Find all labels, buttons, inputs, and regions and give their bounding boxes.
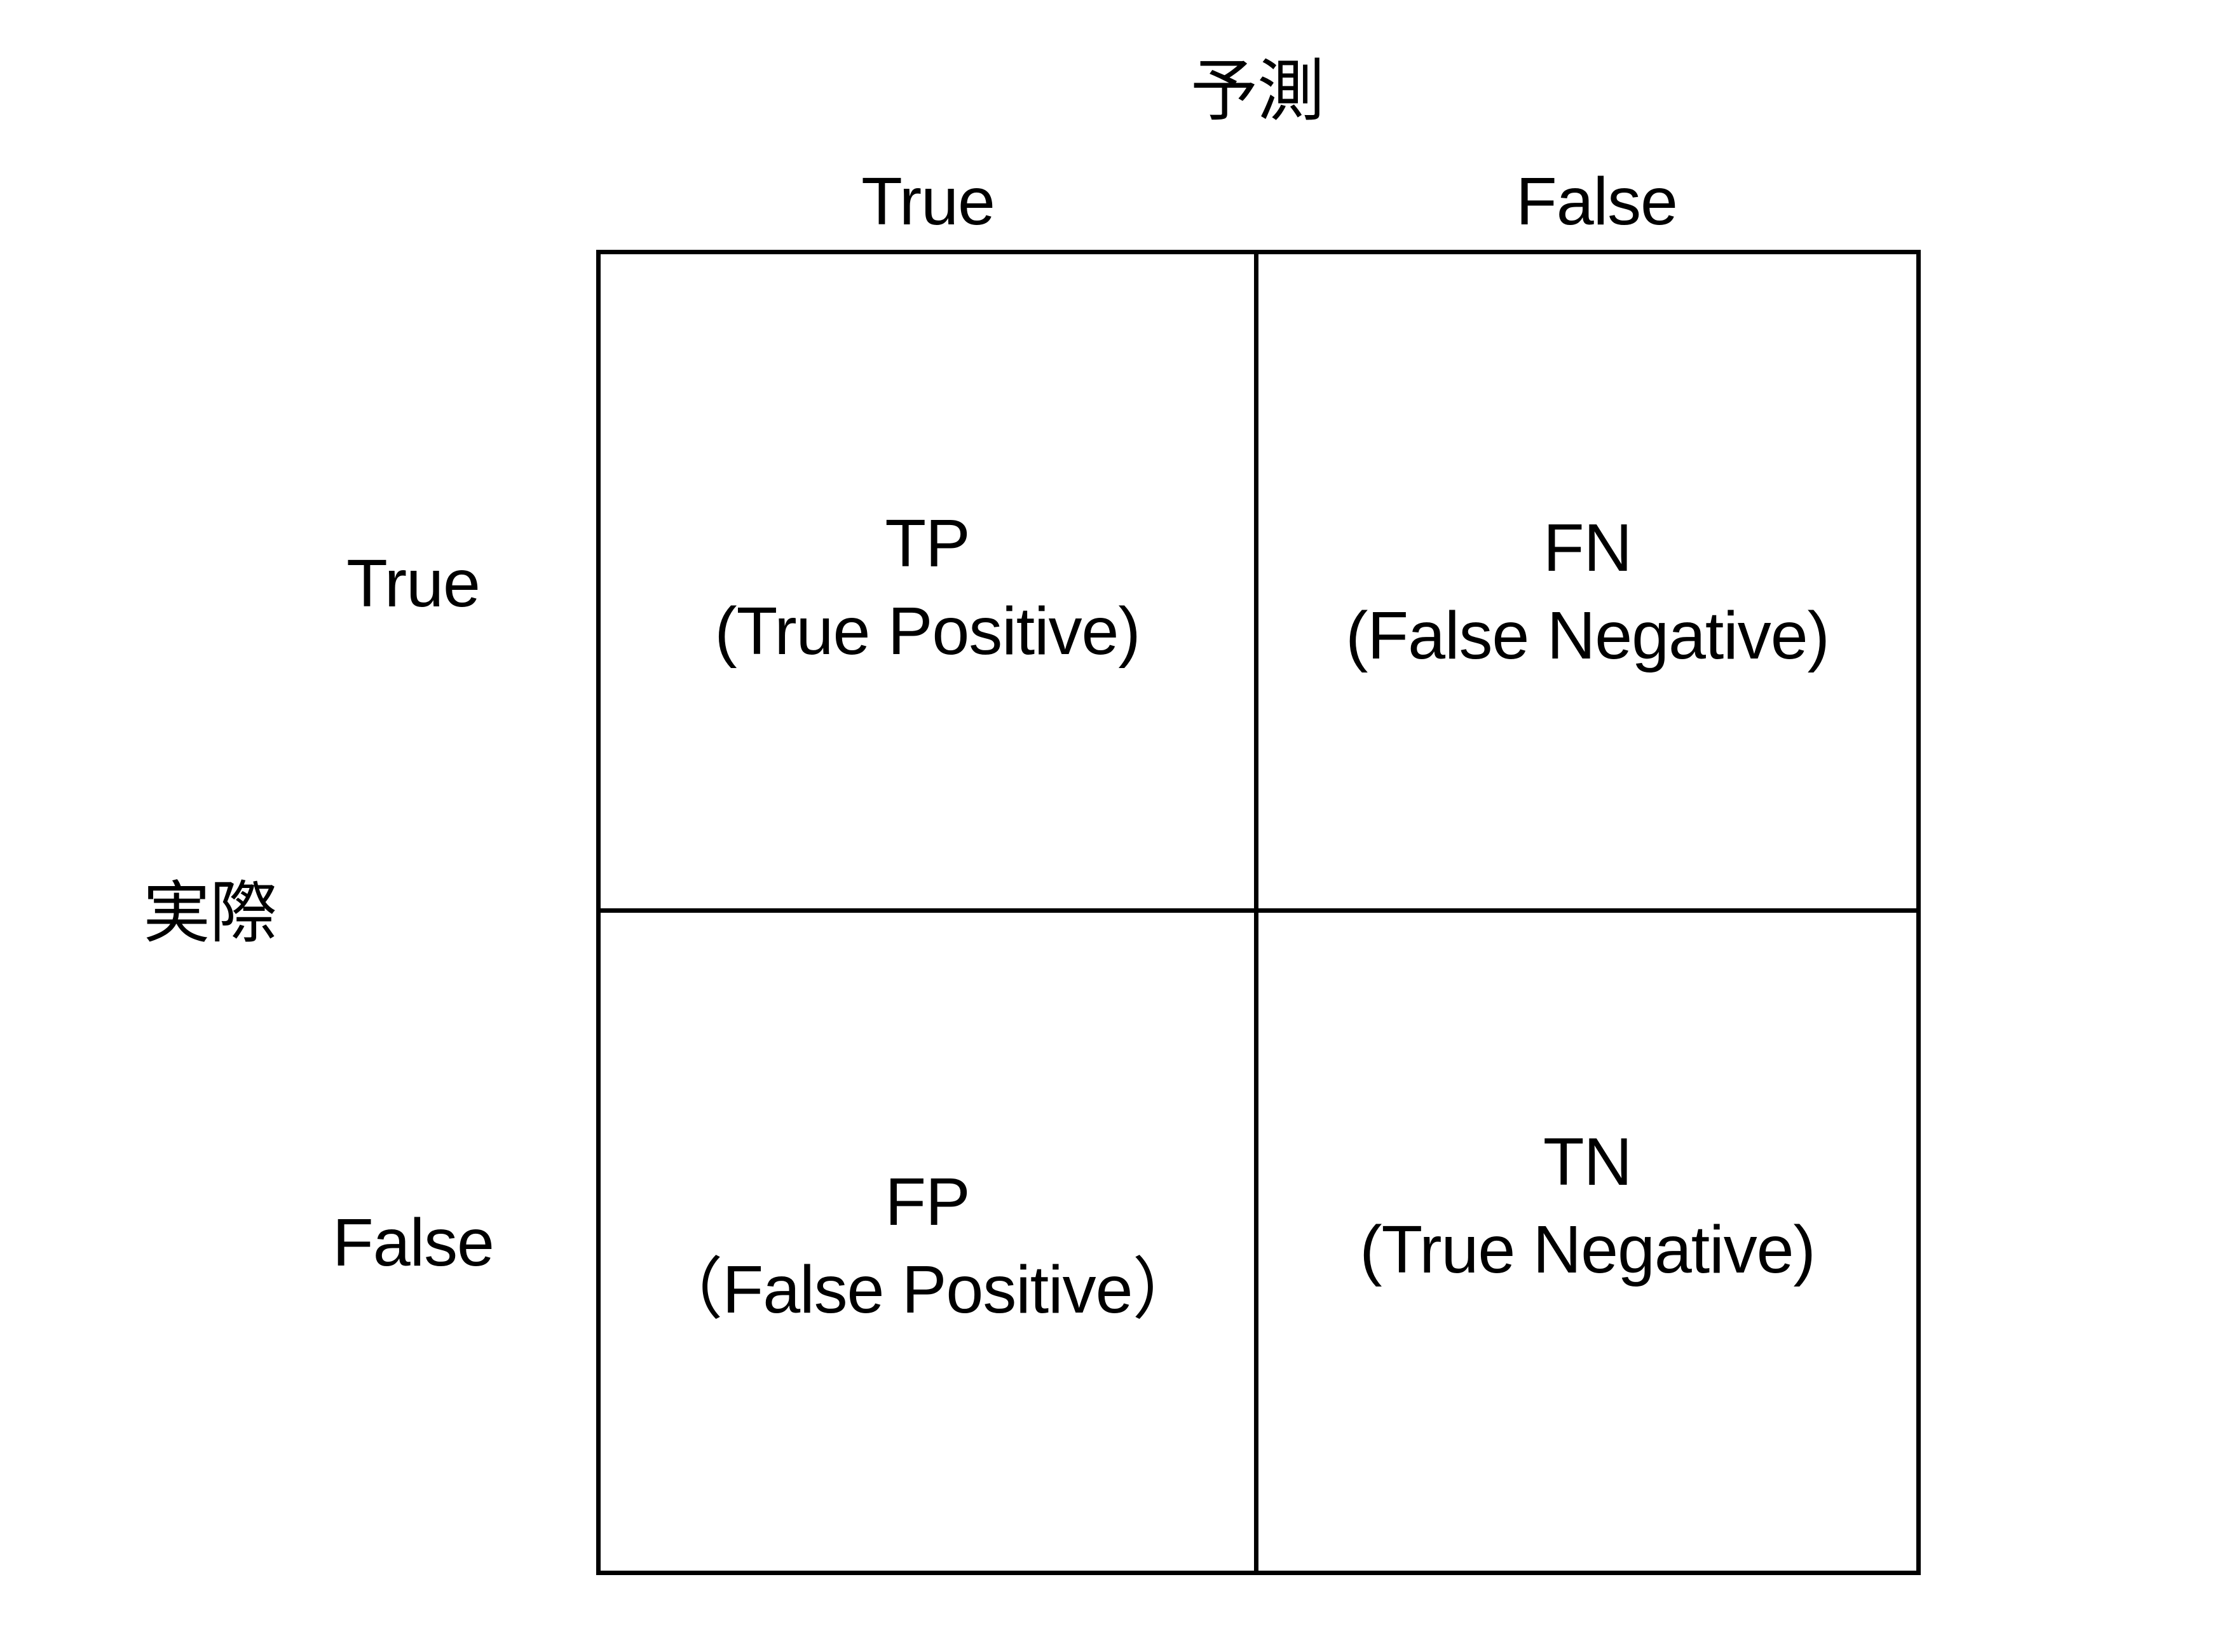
cell-abbr: FP bbox=[885, 1164, 970, 1240]
cell-abbr: TP bbox=[885, 506, 970, 582]
cell-full-name: (False Negative) bbox=[1346, 598, 1830, 674]
column-header-false: False bbox=[1516, 163, 1678, 239]
cell-true-negative-text: TN (True Negative) bbox=[1360, 1119, 1816, 1294]
cell-false-negative-text: FN (False Negative) bbox=[1346, 505, 1830, 680]
cell-true-negative: TN (True Negative) bbox=[1258, 913, 1916, 1571]
cell-full-name: （False Positive） bbox=[655, 1252, 1200, 1328]
predicted-axis-label: 予測 bbox=[1190, 53, 1325, 129]
cell-true-positive: TP (True Positive) bbox=[601, 254, 1258, 913]
cell-abbr: FN bbox=[1543, 510, 1632, 586]
row-header-false: False bbox=[332, 1205, 494, 1280]
cell-full-name: (True Negative) bbox=[1360, 1212, 1816, 1288]
cell-false-negative: FN (False Negative) bbox=[1258, 254, 1916, 913]
matrix-grid: TP (True Positive) FN (False Negative) F… bbox=[596, 250, 1921, 1575]
actual-axis-label: 実際 bbox=[143, 875, 277, 951]
cell-false-positive-text: FP （False Positive） bbox=[655, 1159, 1200, 1334]
row-header-true: True bbox=[346, 545, 481, 621]
cell-true-positive-text: TP (True Positive) bbox=[714, 500, 1140, 676]
column-header-true: True bbox=[861, 163, 995, 239]
cell-false-positive: FP （False Positive） bbox=[601, 912, 1258, 1571]
cell-full-name: (True Positive) bbox=[714, 594, 1140, 669]
cell-abbr: TN bbox=[1543, 1124, 1632, 1200]
